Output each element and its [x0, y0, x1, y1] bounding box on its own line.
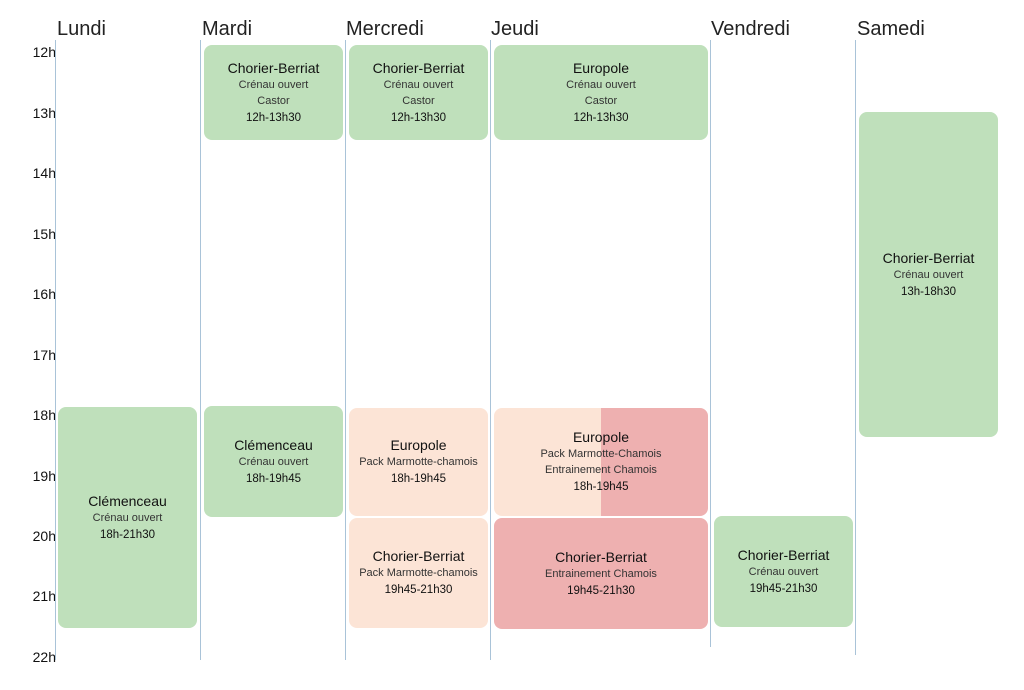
hour-label: 12h — [32, 44, 56, 60]
hour-label: 18h — [32, 407, 56, 423]
event-time: 12h-13h30 — [246, 111, 301, 124]
column-line-vendredi — [710, 40, 711, 647]
hour-label: 20h — [32, 528, 56, 544]
event-place: Chorier-Berriat — [227, 59, 320, 76]
hour-label: 21h — [32, 588, 56, 604]
event-mercredi-chorier-berriat-pack[interactable]: Chorier-Berriat Pack Marmotte-chamois 19… — [349, 518, 488, 628]
event-place: Chorier-Berriat — [555, 548, 647, 565]
column-line-lundi — [55, 40, 56, 660]
event-jeudi-europole-castor[interactable]: Europole Crénau ouvert Castor 12h-13h30 — [494, 45, 708, 140]
event-type: Crénau ouvert — [383, 78, 454, 91]
event-mercredi-europole-pack[interactable]: Europole Pack Marmotte-chamois 18h-19h45 — [349, 408, 488, 516]
column-line-mardi — [200, 40, 201, 660]
event-group: Castor — [402, 94, 435, 107]
column-line-samedi — [855, 40, 856, 655]
hour-label: 15h — [32, 226, 56, 242]
event-time: 18h-19h45 — [246, 472, 301, 485]
event-time: 19h45-21h30 — [384, 584, 453, 596]
hour-label: 17h — [32, 347, 56, 363]
event-type: Entrainement Chamois — [545, 567, 657, 580]
event-place: Clémenceau — [88, 492, 167, 509]
event-place: Chorier-Berriat — [372, 59, 465, 76]
event-type: Crénau ouvert — [566, 78, 636, 91]
day-header-mercredi: Mercredi — [346, 18, 424, 40]
event-time: 12h-13h30 — [391, 111, 446, 124]
hour-label: 13h — [32, 105, 56, 121]
event-type: Crénau ouvert — [893, 268, 964, 281]
hour-label: 19h — [32, 468, 56, 484]
event-type: Crénau ouvert — [748, 565, 819, 578]
hour-label: 16h — [32, 286, 56, 302]
day-header-jeudi: Jeudi — [491, 18, 539, 40]
hour-label: 14h — [32, 165, 56, 181]
column-line-jeudi — [490, 40, 491, 660]
event-type: Pack Marmotte-chamois — [359, 456, 478, 468]
event-time: 18h-19h45 — [391, 473, 446, 485]
day-header-vendredi: Vendredi — [711, 18, 790, 40]
hour-label: 22h — [32, 649, 56, 665]
event-vendredi-chorier-berriat[interactable]: Chorier-Berriat Crénau ouvert 19h45-21h3… — [714, 516, 853, 627]
event-type: Crénau ouvert — [92, 511, 163, 524]
event-place: Chorier-Berriat — [882, 249, 975, 266]
event-place: Europole — [572, 429, 630, 445]
day-header-samedi: Samedi — [857, 18, 925, 40]
event-time: 13h-18h30 — [901, 285, 956, 298]
event-jeudi-chorier-berriat-entrainement[interactable]: Chorier-Berriat Entrainement Chamois 19h… — [494, 518, 708, 629]
event-time: 19h45-21h30 — [749, 582, 818, 595]
event-mardi-chorier-berriat-castor[interactable]: Chorier-Berriat Crénau ouvert Castor 12h… — [204, 45, 343, 140]
event-place: Clémenceau — [234, 436, 313, 453]
event-time: 19h45-21h30 — [567, 584, 635, 597]
event-type: Crénau ouvert — [238, 455, 309, 468]
column-line-mercredi — [345, 40, 346, 660]
event-mercredi-chorier-berriat-castor[interactable]: Chorier-Berriat Crénau ouvert Castor 12h… — [349, 45, 488, 140]
event-place: Chorier-Berriat — [372, 548, 465, 564]
event-type-2: Entrainement Chamois — [545, 464, 657, 476]
event-lundi-clemenceau[interactable]: Clémenceau Crénau ouvert 18h-21h30 — [58, 407, 197, 628]
event-type: Pack Marmotte-Chamois — [540, 448, 662, 460]
event-time: 12h-13h30 — [573, 111, 629, 124]
event-samedi-chorier-berriat[interactable]: Chorier-Berriat Crénau ouvert 13h-18h30 — [859, 112, 998, 437]
event-group: Castor — [584, 94, 618, 107]
event-time: 18h-19h45 — [573, 481, 629, 493]
event-group: Castor — [257, 94, 290, 107]
event-mardi-clemenceau[interactable]: Clémenceau Crénau ouvert 18h-19h45 — [204, 406, 343, 517]
day-header-lundi: Lundi — [57, 18, 106, 40]
event-type: Crénau ouvert — [238, 78, 309, 91]
event-place: Europole — [390, 437, 447, 453]
event-time: 18h-21h30 — [100, 528, 155, 541]
event-type: Pack Marmotte-chamois — [359, 567, 478, 579]
event-place: Europole — [572, 59, 630, 76]
day-header-mardi: Mardi — [202, 18, 253, 40]
event-jeudi-europole-pack-entrainement[interactable]: Europole Pack Marmotte-Chamois Entrainem… — [494, 408, 708, 516]
event-place: Chorier-Berriat — [737, 546, 830, 563]
